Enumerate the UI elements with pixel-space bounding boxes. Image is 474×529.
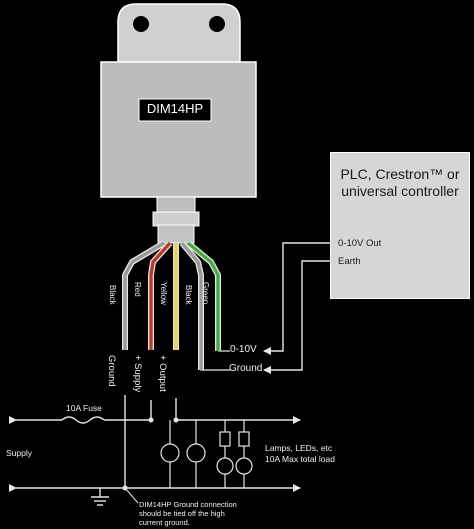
note-leader: [124, 487, 139, 504]
controller-box: PLC, Crestron™ or universal controller 0…: [330, 152, 470, 299]
supply-junction: [148, 417, 154, 423]
lamp-2-icon: [186, 443, 206, 463]
mounting-bracket: [117, 3, 241, 69]
earth-wire: [263, 260, 330, 374]
wire-label-red: Red: [133, 282, 142, 297]
cable-sheath: [157, 224, 195, 244]
controller-title-line1: PLC, Crestron™ or: [340, 166, 460, 182]
module-body: [100, 61, 257, 198]
module-label: DIM14HP: [146, 101, 204, 116]
supply-label: Supply: [6, 448, 32, 458]
wire-label-yellow: Yellow: [159, 282, 168, 305]
ground-note-line2: should be tied off the high: [139, 509, 225, 518]
wire-black-ground: [122, 240, 166, 350]
wire-label-green: Green: [201, 282, 210, 305]
wire-label-black: Black: [108, 285, 117, 305]
mounting-hole-left: [133, 16, 149, 32]
lamp-1-icon: [160, 443, 180, 463]
signal-wire: [263, 242, 330, 355]
fuse-symbol: [61, 416, 105, 424]
terminal-output: + Output: [157, 355, 168, 392]
wire-red-supply: [148, 240, 173, 350]
wire-label-black-2: Black: [184, 285, 193, 305]
ground-note-line3: current ground.: [139, 518, 190, 527]
controller-port-earth: Earth: [338, 256, 361, 267]
cable-gland-nut: [156, 196, 196, 214]
mounting-hole-right: [209, 16, 225, 32]
module-label-plate: [138, 98, 212, 122]
led-driver-2-icon: [238, 431, 250, 447]
wire-black-signal-ground: [179, 241, 204, 370]
terminal-signal: 0-10V: [230, 344, 257, 355]
loads-label-line2: 10A Max total load: [265, 454, 335, 464]
ground-note-line1: DIM14HP Ground connection: [139, 500, 237, 509]
led-driver-1-icon: [219, 431, 231, 447]
cable-gland-body: [152, 211, 200, 227]
fuse-label: 10A Fuse: [66, 403, 102, 413]
led-1-icon: [216, 457, 234, 475]
controller-port-signal: 0-10V Out: [338, 238, 382, 249]
terminal-ground: Ground: [106, 355, 117, 387]
wire-green-signal: [186, 240, 221, 351]
terminal-supply: + Supply: [132, 355, 143, 393]
led-2-icon: [235, 457, 253, 475]
loads-label-line1: Lamps, LEDs, etc: [265, 443, 333, 453]
output-junction: [173, 417, 179, 423]
terminal-signal-ground: Ground: [229, 363, 263, 374]
controller-title-line2: universal controller: [341, 183, 459, 199]
